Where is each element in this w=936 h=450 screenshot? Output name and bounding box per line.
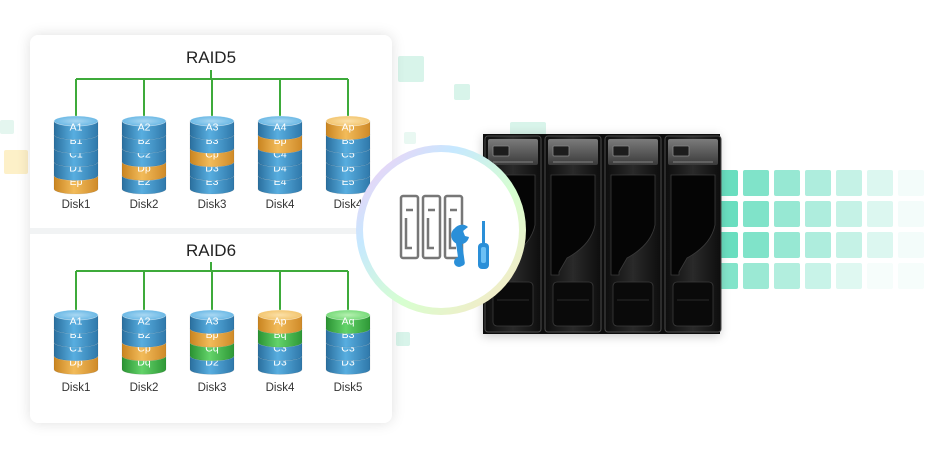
- disk-block-parity-q: Aq: [325, 309, 371, 334]
- decor-teal-square: [867, 170, 893, 196]
- decor-teal-square: [774, 201, 800, 227]
- disk-label: Disk4: [266, 382, 295, 394]
- decor-teal-square: [743, 263, 769, 289]
- decor-teal-square: [805, 232, 831, 258]
- decor-teal-square: [743, 232, 769, 258]
- disk-label: Disk3: [198, 199, 227, 211]
- disk-block-parity-p: Ap: [257, 309, 303, 334]
- raid5-title: RAID5: [186, 48, 236, 67]
- screwdriver-icon: [478, 221, 489, 269]
- decor-teal-square: [805, 263, 831, 289]
- decor-teal-square: [867, 201, 893, 227]
- wrench-icon: [451, 224, 469, 267]
- decor-square: [4, 150, 28, 174]
- nas-bay-icon: [544, 135, 602, 333]
- disk-block-label: A2: [138, 122, 151, 134]
- disk-block-parity-p: Ap: [325, 115, 371, 140]
- disk-label: Disk1: [62, 382, 91, 394]
- disk-label: Disk1: [62, 199, 91, 211]
- decor-teal-square: [898, 201, 924, 227]
- disk-label: Disk5: [334, 382, 363, 394]
- decor-square: [396, 332, 410, 346]
- repair-badge: [356, 145, 526, 315]
- disk-block-data: A2: [121, 309, 167, 334]
- decor-teal-square: [898, 170, 924, 196]
- disk-label: Disk3: [198, 382, 227, 394]
- disk-block-label: A3: [206, 122, 219, 134]
- disk-tray-wrench-icon: [399, 194, 464, 260]
- disk-block-data: A4: [257, 115, 303, 140]
- decor-square: [398, 56, 424, 82]
- disk-block-data: A1: [53, 115, 99, 140]
- decor-teal-square: [867, 232, 893, 258]
- decor-teal-square: [743, 201, 769, 227]
- decor-teal-square: [867, 263, 893, 289]
- nas-bay-icon: [604, 135, 662, 333]
- decor-teal-square: [743, 170, 769, 196]
- disk-block-data: A3: [189, 309, 235, 334]
- disk-block-label: Aq: [342, 316, 355, 328]
- disk-block-label: Ap: [274, 316, 287, 328]
- decor-teal-square: [774, 170, 800, 196]
- disk-block-data: A2: [121, 115, 167, 140]
- decor-teal-square: [805, 170, 831, 196]
- nas-bay-icon: [664, 135, 722, 333]
- decor-teal-square: [898, 263, 924, 289]
- decor-teal-square: [774, 232, 800, 258]
- decor-teal-square: [898, 232, 924, 258]
- nas-enclosure: [483, 134, 722, 334]
- raid6-title: RAID6: [186, 241, 236, 260]
- disk-block-label: A3: [206, 316, 219, 328]
- disk-block-label: A2: [138, 316, 151, 328]
- disk-label: Disk2: [130, 382, 159, 394]
- decor-teal-square: [836, 232, 862, 258]
- disk-label: Disk2: [130, 199, 159, 211]
- decor-square: [0, 120, 14, 134]
- disk-block-data: A3: [189, 115, 235, 140]
- decor-teal-square: [805, 201, 831, 227]
- disk-block-label: A1: [70, 316, 83, 328]
- panel-separator: [30, 228, 392, 234]
- decor-teal-square: [836, 263, 862, 289]
- decor-square: [404, 132, 416, 144]
- disk-label: Disk4: [334, 199, 363, 211]
- disk-block-label: A1: [70, 122, 83, 134]
- decor-square: [454, 84, 470, 100]
- decor-teal-square: [836, 170, 862, 196]
- disk-block-label: A4: [274, 122, 287, 134]
- decor-teal-square: [774, 263, 800, 289]
- disk-block-data: A1: [53, 309, 99, 334]
- disk-block-label: Ap: [342, 122, 355, 134]
- disk-label: Disk4: [266, 199, 295, 211]
- decor-teal-square: [836, 201, 862, 227]
